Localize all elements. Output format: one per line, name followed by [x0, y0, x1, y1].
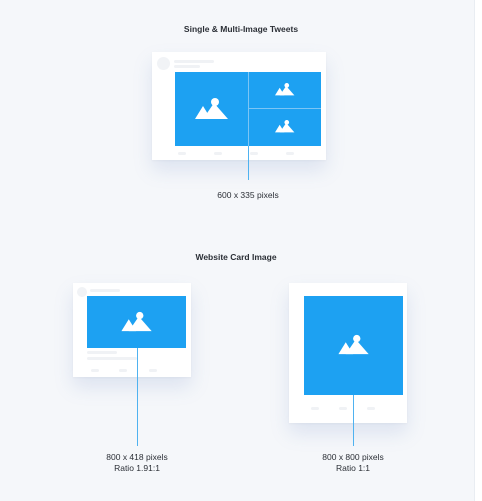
- guide-line: [137, 348, 138, 446]
- square-ratio-label: Ratio 1:1: [335, 463, 371, 473]
- card-image-landscape: [87, 296, 186, 348]
- placeholder-line: [87, 357, 137, 360]
- avatar: [77, 287, 87, 297]
- multi-image-grid: [175, 72, 321, 146]
- card-image-square: [304, 296, 403, 395]
- placeholder-action: [367, 407, 375, 410]
- placeholder-action: [339, 407, 347, 410]
- image-icon: [275, 120, 295, 133]
- placeholder-action: [311, 407, 319, 410]
- image-icon: [275, 83, 295, 96]
- placeholder-line: [174, 65, 200, 68]
- tile-divider: [248, 72, 249, 146]
- right-edge: [474, 0, 482, 501]
- landscape-size-label: 800 x 418 pixels: [106, 452, 168, 462]
- landscape-ratio-label: Ratio 1.91:1: [114, 463, 160, 473]
- image-icon: [121, 311, 152, 332]
- guide-line: [248, 146, 249, 180]
- placeholder-action: [214, 152, 222, 155]
- website-card-heading: Website Card Image: [195, 252, 277, 262]
- tile-divider: [249, 108, 321, 109]
- placeholder-action: [119, 369, 127, 372]
- placeholder-line: [174, 60, 214, 63]
- square-size-label: 800 x 800 pixels: [322, 452, 384, 462]
- avatar: [157, 57, 170, 70]
- placeholder-action: [286, 152, 294, 155]
- placeholder-action: [149, 369, 157, 372]
- image-icon: [195, 98, 228, 119]
- placeholder-action: [178, 152, 186, 155]
- guide-line: [353, 395, 354, 446]
- tweet-dimension-label: 600 x 335 pixels: [217, 190, 279, 200]
- tweets-heading: Single & Multi-Image Tweets: [183, 24, 299, 34]
- image-icon: [338, 334, 369, 355]
- placeholder-action: [91, 369, 99, 372]
- placeholder-line: [90, 289, 120, 292]
- placeholder-action: [250, 152, 258, 155]
- placeholder-line: [87, 351, 117, 354]
